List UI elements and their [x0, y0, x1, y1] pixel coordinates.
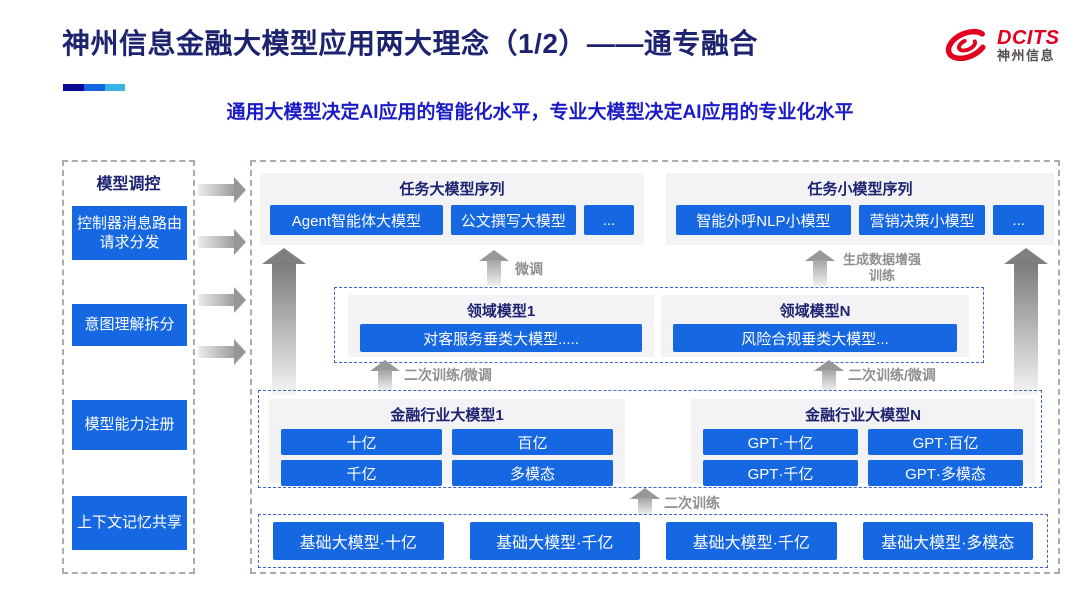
industry-model-1-panel: 金融行业大模型1 十亿 百亿 千亿 多模态	[269, 399, 625, 486]
node-hundred-billion: 千亿	[281, 460, 442, 486]
sidebar-item-context-memory: 上下文记忆共享	[72, 496, 187, 550]
up-arrow-icon	[370, 360, 400, 391]
up-arrow-icon	[479, 250, 509, 286]
architecture-diagram: 任务大模型序列 Agent智能体大模型 公文撰写大模型 ... 任务小模型序列 …	[250, 160, 1060, 574]
task-large-title: 任务大模型序列	[399, 181, 505, 198]
task-large-items: Agent智能体大模型 公文撰写大模型 ...	[260, 199, 644, 235]
flow-arrow-right-icon	[198, 229, 246, 255]
task-small-model-panel: 任务小模型序列 智能外呼NLP小模型 营销决策小模型 ...	[666, 173, 1054, 245]
node-base-model-hundred-billion: 基础大模型·千亿	[469, 522, 640, 560]
domain-model-1-title: 领域模型1	[466, 303, 536, 320]
industry-model-n-title: 金融行业大模型N	[805, 407, 921, 424]
industry-model-n-items: GPT·十亿 GPT·百亿 GPT·千亿 GPT·多模态	[691, 425, 1035, 486]
flow-arrow-right-icon	[198, 177, 246, 203]
label-secondary-train: 二次训练	[664, 495, 720, 511]
model-control-panel: 模型调控 控制器消息路由请求分发 意图理解拆分 模型能力注册 上下文记忆共享	[62, 160, 195, 574]
industry-model-n-panel: 金融行业大模型N GPT·十亿 GPT·百亿 GPT·千亿 GPT·多模态	[691, 399, 1035, 486]
sidebar-item-intent-split: 意图理解拆分	[72, 304, 187, 346]
node-base-model-hundred-billion-2: 基础大模型·千亿	[666, 522, 837, 560]
node-gpt-ten-billion: GPT·百亿	[868, 429, 1023, 455]
domain-model-1-panel: 领域模型1 对客服务垂类大模型.....	[348, 295, 654, 357]
node-base-model-multimodal: 基础大模型·多模态	[862, 522, 1033, 560]
task-large-model-panel: 任务大模型序列 Agent智能体大模型 公文撰写大模型 ...	[260, 173, 644, 245]
page-title: 神州信息金融大模型应用两大理念（1/2）——通专融合	[62, 28, 758, 59]
sidebar-item-message-routing: 控制器消息路由请求分发	[72, 206, 187, 260]
sidebar-item-capability-register: 模型能力注册	[72, 400, 187, 450]
node-base-model-billion: 基础大模型·十亿	[273, 522, 444, 560]
node-ten-billion: 百亿	[452, 429, 613, 455]
node-outbound-nlp-model: 智能外呼NLP小模型	[676, 205, 851, 235]
node-gpt-hundred-billion: GPT·千亿	[703, 460, 858, 486]
node-document-writing-model: 公文撰写大模型	[450, 205, 576, 235]
label-secondary-train-ft: 二次训练/微调	[848, 367, 936, 383]
node-gpt-multimodal: GPT·多模态	[868, 460, 1023, 486]
node-multimodal: 多模态	[452, 460, 613, 486]
node-more-models: ...	[993, 205, 1044, 235]
model-control-title: 模型调控	[96, 176, 161, 193]
slide-subtitle: 通用大模型决定AI应用的智能化水平，专业大模型决定AI应用的专业化水平	[226, 102, 854, 123]
industry-models-box: 金融行业大模型1 十亿 百亿 千亿 多模态 金融行业大模型N GPT·十亿 GP…	[258, 390, 1042, 488]
up-arrow-tall-icon	[1004, 248, 1048, 395]
node-more-models: ...	[583, 205, 635, 235]
industry-model-1-title: 金融行业大模型1	[390, 407, 504, 424]
flow-arrow-right-icon	[198, 339, 246, 365]
node-billion: 十亿	[281, 429, 442, 455]
task-small-title: 任务小模型序列	[807, 181, 913, 198]
domain-model-n-title: 领域模型N	[779, 303, 851, 320]
brand-logo: DCITS 神州信息	[942, 22, 1060, 68]
flow-arrow-right-icon	[198, 287, 246, 313]
brand-logo-text: DCITS 神州信息	[997, 26, 1060, 63]
node-gpt-billion: GPT·十亿	[703, 429, 858, 455]
up-arrow-icon	[630, 488, 660, 515]
domain-models-box: 领域模型1 对客服务垂类大模型..... 领域模型N 风险合规垂类大模型...	[334, 287, 984, 363]
label-secondary-train-ft: 二次训练/微调	[404, 367, 492, 383]
brand-name-cn: 神州信息	[997, 47, 1056, 63]
label-gen-data-train: 生成数据增强训练	[842, 252, 921, 284]
title-accent-bar	[63, 84, 125, 91]
up-arrow-tall-icon	[262, 248, 306, 395]
up-arrow-icon	[805, 250, 835, 286]
brand-name-en: DCITS	[997, 26, 1060, 49]
domain-model-n-panel: 领域模型N 风险合规垂类大模型...	[661, 295, 969, 357]
dcits-swirl-icon	[945, 28, 989, 62]
industry-model-1-items: 十亿 百亿 千亿 多模态	[269, 425, 625, 486]
node-customer-service-vertical-model: 对客服务垂类大模型.....	[360, 324, 642, 352]
node-risk-compliance-vertical-model: 风险合规垂类大模型...	[673, 324, 957, 352]
node-agent-large-model: Agent智能体大模型	[270, 205, 443, 235]
label-fine-tune: 微调	[515, 261, 543, 277]
up-arrow-icon	[814, 360, 844, 391]
task-small-items: 智能外呼NLP小模型 营销决策小模型 ...	[666, 199, 1054, 235]
base-models-box: 基础大模型·十亿 基础大模型·千亿 基础大模型·千亿 基础大模型·多模态	[258, 514, 1048, 568]
node-marketing-decision-model: 营销决策小模型	[858, 205, 986, 235]
